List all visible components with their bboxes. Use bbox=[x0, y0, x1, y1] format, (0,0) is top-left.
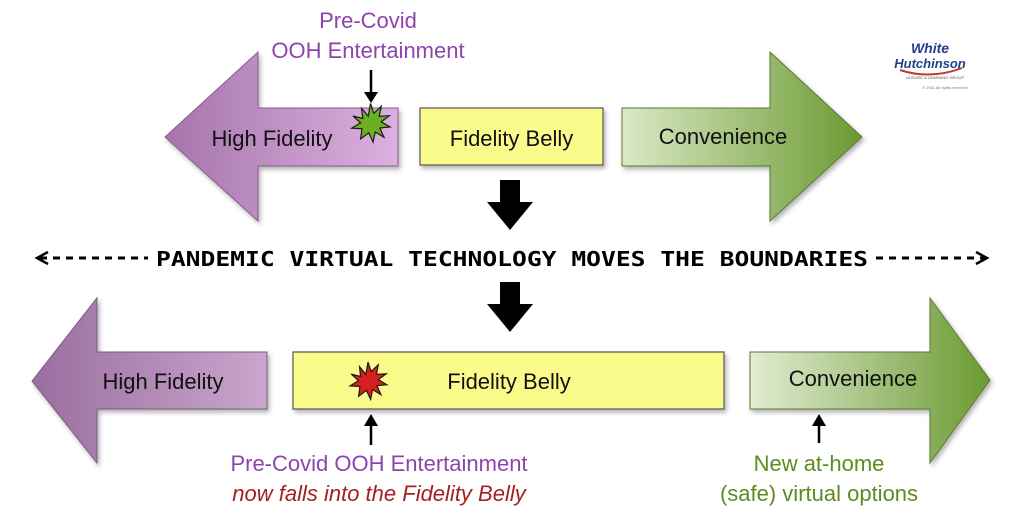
top-high-fidelity-label: High Fidelity bbox=[211, 126, 332, 151]
bottom-left-note-line2: now falls into the Fidelity Belly bbox=[232, 481, 527, 506]
logo-tagline: LEISURE & LEARNING GROUP bbox=[906, 75, 965, 80]
bottom-high-fidelity-label: High Fidelity bbox=[102, 369, 223, 394]
pre-covid-annotation-line1: Pre-Covid bbox=[319, 8, 417, 33]
logo-swoosh bbox=[899, 67, 963, 76]
divider-text: PANDEMIC VIRTUAL TECHNOLOGY MOVES THE BO… bbox=[156, 247, 868, 271]
logo-line2: Hutchinson bbox=[894, 56, 966, 71]
bottom-right-note-line2: (safe) virtual options bbox=[720, 481, 918, 506]
bottom-high-fidelity-arrow bbox=[31, 296, 268, 465]
logo-line1: White bbox=[911, 40, 949, 56]
divider-line-left bbox=[34, 250, 148, 266]
bottom-right-pointer-arrow bbox=[812, 414, 826, 443]
divider-line-right bbox=[876, 250, 990, 266]
bottom-star-icon bbox=[348, 361, 389, 402]
pre-covid-annotation-line2: OOH Entertainment bbox=[271, 38, 464, 63]
top-convenience-arrow bbox=[621, 50, 863, 223]
bottom-left-note-line1: Pre-Covid OOH Entertainment bbox=[230, 451, 527, 476]
bottom-convenience-label: Convenience bbox=[789, 366, 917, 391]
bottom-fidelity-belly-label: Fidelity Belly bbox=[447, 369, 570, 394]
top-fidelity-belly-box bbox=[419, 107, 604, 166]
bottom-right-note-line1: New at-home bbox=[754, 451, 885, 476]
top-star-icon bbox=[349, 103, 392, 145]
bottom-convenience-arrow bbox=[749, 296, 991, 465]
top-pointer-arrow bbox=[364, 70, 378, 103]
down-arrow-upper bbox=[487, 180, 533, 230]
top-high-fidelity-arrow bbox=[164, 50, 399, 223]
bottom-left-pointer-arrow bbox=[364, 414, 378, 445]
logo-copyright: © 2011 All rights reserved bbox=[922, 85, 968, 90]
top-fidelity-belly-label: Fidelity Belly bbox=[450, 126, 573, 151]
white-hutchinson-logo: White Hutchinson LEISURE & LEARNING GROU… bbox=[894, 40, 968, 90]
down-arrow-lower bbox=[487, 282, 533, 332]
top-convenience-label: Convenience bbox=[659, 124, 787, 149]
